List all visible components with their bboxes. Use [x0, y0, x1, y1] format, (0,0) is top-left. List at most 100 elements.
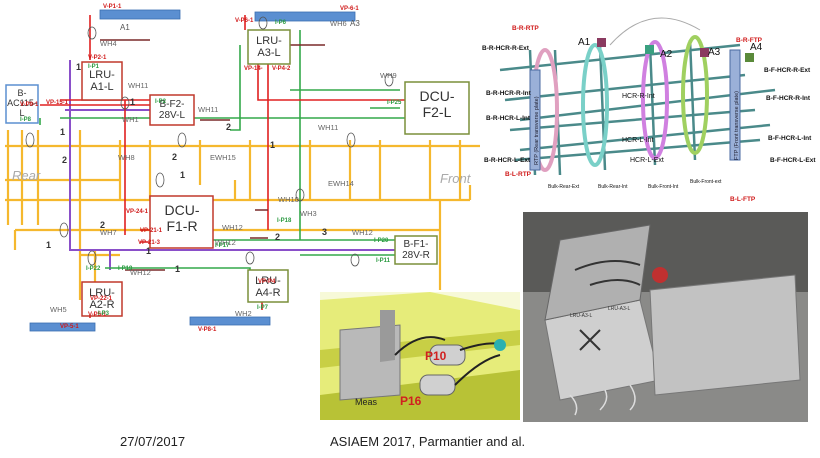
box-lru-a1l	[81, 61, 123, 101]
lru-box-photo: LRU-A3-L LRU-A3-L	[523, 212, 808, 422]
wire-number-label: 1	[46, 240, 51, 250]
harness-label: WH11	[128, 81, 148, 90]
harness-label: EWH14	[328, 179, 354, 188]
wire-number-label: 1	[130, 97, 135, 107]
red-pin-label: V-P9-1	[20, 102, 39, 108]
harness-label: WH8	[118, 153, 135, 162]
box-dcu-f2l	[404, 81, 470, 135]
green-pin-label: I-P25	[387, 100, 402, 106]
cad-connector-detail: P10 P16 Meas	[320, 292, 520, 420]
green-pin-label: I-P18	[277, 218, 292, 224]
red-pin-label: V-P8-1	[198, 327, 217, 333]
test-point-tag: B-R-HCR-L-Int	[486, 115, 531, 122]
box-b-f2-28vl	[149, 94, 195, 126]
box-lru-a1l-label: LRU-A1-L	[89, 69, 115, 93]
green-pin-label: I-P6	[275, 20, 287, 26]
test-point-tag: B-R-HCR-R-Int	[486, 90, 532, 97]
photo-label-1: LRU-A3-L	[570, 313, 592, 319]
red-pin-label: VP-21-1	[140, 228, 163, 234]
purple-wiring	[65, 60, 400, 270]
green-pin-label: I-P2	[155, 99, 167, 105]
photo-lid	[649, 274, 801, 396]
antenna-label: A1	[578, 37, 591, 48]
ring-bulk-rear-int	[581, 43, 609, 167]
harness-label: WH7	[100, 228, 117, 237]
photo-label-2: LRU-A3-L	[608, 306, 630, 312]
box-b-ac115l-label: B-AC115-L	[7, 88, 37, 118]
green-pin-label: I-P17	[215, 243, 230, 249]
wire-number-label: 1	[76, 62, 81, 72]
ground-plate-wh2	[189, 316, 271, 326]
test-point-tag: B-L-RTP	[505, 171, 532, 178]
photo-x-mark	[579, 329, 601, 351]
footer-date: 27/07/2017	[120, 434, 186, 449]
red-pin-label: VP-22-1	[90, 296, 113, 302]
cad-label-p10: P10	[425, 349, 447, 363]
cad-label-meas: Meas	[355, 397, 378, 407]
box-dcu-f1r	[149, 195, 214, 249]
test-point-tag: B-R-RTP	[512, 25, 539, 32]
pin-labels: V-P1-1V-P6-1VP-6-1VP-14-VP-15-1VP-24-1VP…	[20, 4, 402, 333]
green-pin-label: I-P22	[86, 266, 101, 272]
antenna-a3-box	[745, 53, 754, 62]
footer-citation: ASIAEM 2017, Parmantier and al.	[330, 434, 526, 449]
test-point-tag: B-F-HCR-R-Int	[766, 95, 811, 102]
wire-number-label: 2	[275, 232, 280, 242]
wire-number-label: 1	[146, 246, 151, 256]
wire-number-label: 2	[100, 220, 105, 230]
harness-label: WH4	[100, 39, 117, 48]
green-pin-label: I-P20	[374, 238, 389, 244]
box-lru-a3l	[247, 29, 291, 65]
cad-label-p16: P16	[400, 394, 422, 408]
antenna-a2-box	[645, 45, 654, 54]
red-pin-label: VP-P4	[258, 279, 276, 285]
internal-label: HCR-L-Int	[622, 137, 654, 144]
rtp-plate-label: RTP (Rear transverse plate)	[534, 96, 540, 165]
wire-number-label: 3	[322, 227, 327, 237]
bulk-label: Bulk-Front-Int	[648, 184, 679, 190]
test-point-tag: B-R-HCR-R-Ext	[482, 45, 530, 52]
photo-red-connector	[652, 267, 668, 283]
rear-transverse-plate	[529, 69, 541, 171]
harness-label: WH12	[352, 228, 373, 237]
harness-label: WH10	[278, 195, 299, 204]
test-point-tag: B-R-FTP	[736, 37, 763, 44]
harness-label: WH6	[330, 19, 347, 28]
harness-label: WH5	[50, 305, 67, 314]
red-pin-label: VP-21-3	[138, 240, 161, 246]
box-lru-a4r-label: LRU-A4-R	[255, 275, 281, 299]
connector-p10	[429, 344, 466, 366]
wire-number-label: 2	[226, 122, 231, 132]
test-point-tag: B-F-HCR-L-Int	[768, 135, 812, 142]
green-pin-label: I-P7	[257, 305, 269, 311]
box-b-ac115l	[5, 84, 39, 124]
ring-bulk-front-ext	[681, 35, 709, 155]
antenna-arch	[609, 17, 701, 46]
box-lru-a4r	[247, 269, 289, 303]
antenna-boxes	[597, 38, 754, 62]
antenna-label: A4	[750, 42, 763, 53]
wiring-schematic: LRU-A1-L LRU-A3-L B-AC115-L B-F2-28V-L D…	[5, 4, 480, 333]
ftp-plate-label: FTP (Front transverse plate)	[734, 91, 740, 160]
green-pin-label: I-P8	[20, 117, 32, 123]
photo-box-open	[544, 224, 651, 321]
cad-probe-head	[494, 339, 506, 351]
wire-number-label: 1	[180, 170, 185, 180]
photo-wires	[574, 260, 641, 286]
red-pin-label: V-P4-2	[272, 66, 291, 72]
red-pin-label: V-P5-1	[88, 312, 107, 318]
harness-label: WH12	[222, 223, 243, 232]
antenna-a4-box	[700, 48, 709, 57]
box-lru-a3l-label: LRU-A3-L	[256, 35, 282, 59]
zone-rear-label: Rear	[12, 168, 41, 183]
red-pin-label: V-P2-1	[88, 55, 107, 61]
wire-number-label: 2	[172, 152, 177, 162]
harness-label: WH12	[130, 268, 151, 277]
cad-rail-lower	[320, 370, 520, 420]
ground-plate-a1	[99, 9, 181, 20]
